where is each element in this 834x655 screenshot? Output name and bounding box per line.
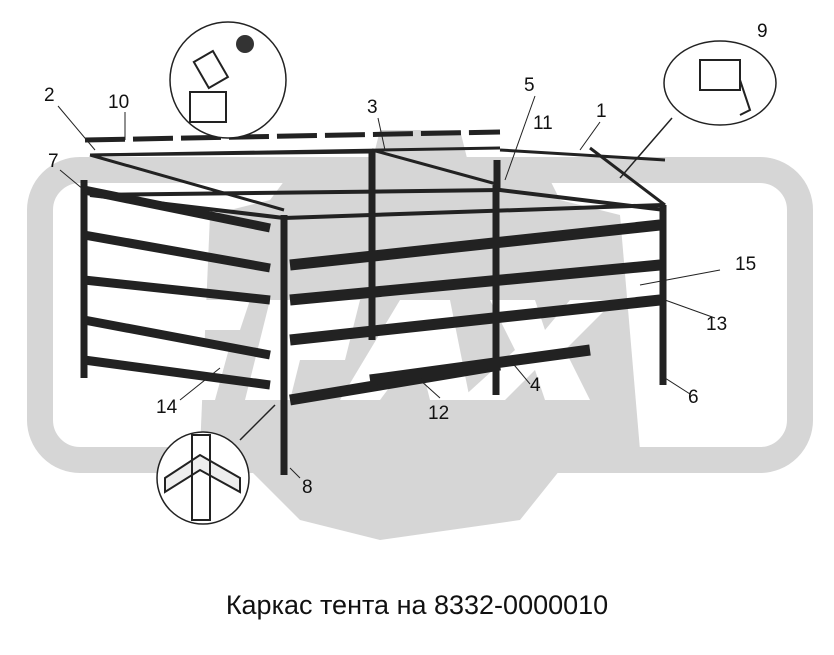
callout-4: 4 <box>530 375 541 396</box>
leader-line <box>289 467 301 479</box>
callout-2: 2 <box>44 85 55 106</box>
front-slat <box>289 294 661 346</box>
callout-15: 15 <box>735 254 757 275</box>
rail <box>89 188 501 197</box>
callout-9: 9 <box>757 21 768 42</box>
callout-13: 13 <box>706 314 728 335</box>
side-slat <box>83 355 271 390</box>
detail-circle-right <box>619 40 777 179</box>
leader-line <box>504 95 536 181</box>
leader-line <box>419 379 441 399</box>
leader-line <box>664 377 691 395</box>
side-slat <box>83 315 271 360</box>
roof-strip <box>84 129 501 143</box>
callout-1: 1 <box>596 101 607 122</box>
callout-14: 14 <box>156 397 178 418</box>
roof-bow <box>371 148 501 187</box>
rail <box>89 193 285 220</box>
leader-line <box>579 121 601 151</box>
side-slat <box>83 230 271 273</box>
roof-bow <box>89 153 285 212</box>
board <box>369 344 591 386</box>
roof-bar <box>89 150 371 157</box>
front-slat <box>289 259 661 306</box>
leader-line <box>59 169 85 191</box>
leader-line <box>57 105 96 151</box>
detail-circle-top <box>169 21 287 139</box>
callout-12: 12 <box>428 403 450 424</box>
leader-line <box>639 269 721 286</box>
callout-6: 6 <box>688 387 699 408</box>
roof-bow <box>589 146 666 207</box>
leader-line <box>377 117 386 151</box>
rail <box>283 203 664 220</box>
callout-7: 7 <box>48 151 59 172</box>
leader-line <box>179 367 221 401</box>
callout-10: 10 <box>108 92 130 113</box>
callout-5: 5 <box>524 75 535 96</box>
leader-line <box>509 359 531 385</box>
front-slat <box>289 219 661 271</box>
side-slat <box>83 275 271 305</box>
diagram-caption: Каркас тента на 8332-0000010 <box>225 590 609 620</box>
callout-3: 3 <box>367 97 378 118</box>
callout-8: 8 <box>302 477 313 498</box>
callout-11: 11 <box>533 113 553 134</box>
leader-line <box>664 299 716 319</box>
detail-circle-bottom <box>156 404 276 525</box>
